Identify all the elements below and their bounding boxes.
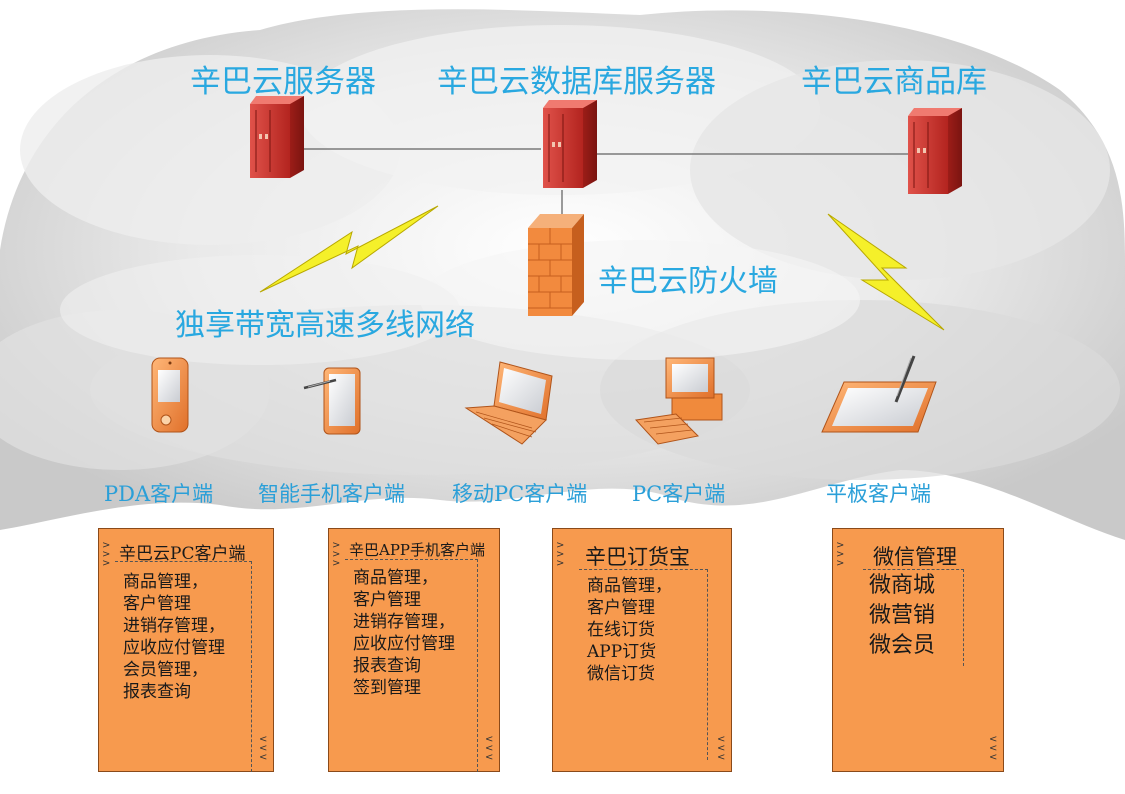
tablet-client-label: 平板客户端 [826, 482, 931, 506]
pda-client-label: PDA客户端 [104, 482, 214, 506]
product-library-server-icon [908, 108, 962, 194]
chevron-icon: >>> [556, 540, 565, 569]
list-item: 报表查询 [123, 682, 191, 702]
database-server-label: 辛巴云数据库服务器 [437, 64, 716, 100]
card-items: 商品管理， 客户管理 在线订货 APP订货 微信订货 [587, 575, 672, 685]
mobile-pc-client-label: 移动PC客户端 [452, 482, 588, 506]
list-item: 在线订货 [587, 620, 655, 640]
card-dashed-frame [115, 561, 252, 772]
list-item: 客户管理 [123, 594, 191, 614]
pc-client-feature-card: >>> 辛巴云PC客户端 商品管理， 客户管理 进销存管理， 应收应付管理 会员… [98, 528, 274, 772]
pc-client-label: PC客户端 [632, 482, 726, 506]
app-client-feature-card: >>> 辛巴APP手机客户端 商品管理， 客户管理 进销存管理， 应收应付管理 … [328, 528, 500, 772]
lightning-bolt-icon [259, 205, 439, 293]
chevron-icon: >>> [836, 540, 845, 569]
card-items: 微商城 微营销 微会员 [869, 571, 935, 661]
chevron-icon: <<< [717, 734, 726, 763]
firewall-label: 辛巴云防火墙 [598, 264, 778, 299]
card-dashed-frame [345, 559, 478, 772]
chevron-icon: <<< [259, 734, 268, 763]
chevron-icon: >>> [102, 540, 111, 569]
list-item: 会员管理， [123, 660, 208, 680]
product-library-label: 辛巴云商品库 [801, 64, 987, 100]
list-item: 客户管理 [587, 598, 655, 618]
list-item: 微商城 [869, 573, 936, 598]
list-item: APP订货 [587, 642, 657, 662]
desktop-pc-icon [634, 357, 723, 445]
laptop-icon [464, 361, 553, 445]
list-item: 微营销 [869, 603, 936, 628]
card-title: 辛巴APP手机客户端 [349, 541, 486, 559]
server-label: 辛巴云服务器 [190, 64, 376, 100]
card-title: 辛巴订货宝 [585, 545, 690, 569]
server-icon [250, 96, 304, 178]
database-server-icon [543, 100, 597, 188]
cloud-background [0, 9, 1125, 540]
wechat-feature-card: >>> 微信管理 微商城 微营销 微会员 <<< [832, 528, 1004, 772]
firewall-icon [528, 214, 584, 316]
list-item: 客户管理 [353, 590, 421, 610]
card-title: 辛巴云PC客户端 [119, 544, 246, 564]
list-item: 签到管理 [353, 678, 421, 698]
card-items: 商品管理， 客户管理 进销存管理， 应收应付管理 会员管理， 报表查询 [123, 571, 225, 703]
card-title: 微信管理 [873, 545, 957, 569]
chevron-icon: <<< [485, 734, 494, 763]
phone-client-label: 智能手机客户端 [258, 482, 405, 506]
card-dashed-frame [579, 569, 708, 760]
order-app-feature-card: >>> 辛巴订货宝 商品管理， 客户管理 在线订货 APP订货 微信订货 <<< [552, 528, 732, 772]
list-item: 微会员 [869, 633, 936, 658]
network-label: 独享带宽高速多线网络 [175, 308, 475, 343]
list-item: 应收应付管理 [353, 634, 455, 654]
list-item: 商品管理， [123, 572, 208, 592]
list-item: 商品管理， [353, 568, 438, 588]
card-dashed-frame [863, 569, 964, 666]
chevron-icon: <<< [989, 734, 998, 763]
list-item: 微信订货 [587, 664, 655, 684]
lightning-bolt-icon [827, 213, 945, 331]
pda-icon [151, 357, 189, 433]
tablet-icon [821, 355, 937, 433]
list-item: 进销存管理， [353, 612, 455, 632]
card-items: 商品管理， 客户管理 进销存管理， 应收应付管理 报表查询 签到管理 [353, 567, 455, 699]
list-item: 进销存管理， [123, 616, 225, 636]
smartphone-icon [303, 367, 361, 435]
list-item: 应收应付管理 [123, 638, 225, 658]
chevron-icon: >>> [332, 540, 341, 569]
list-item: 报表查询 [353, 656, 421, 676]
list-item: 商品管理， [587, 576, 672, 596]
